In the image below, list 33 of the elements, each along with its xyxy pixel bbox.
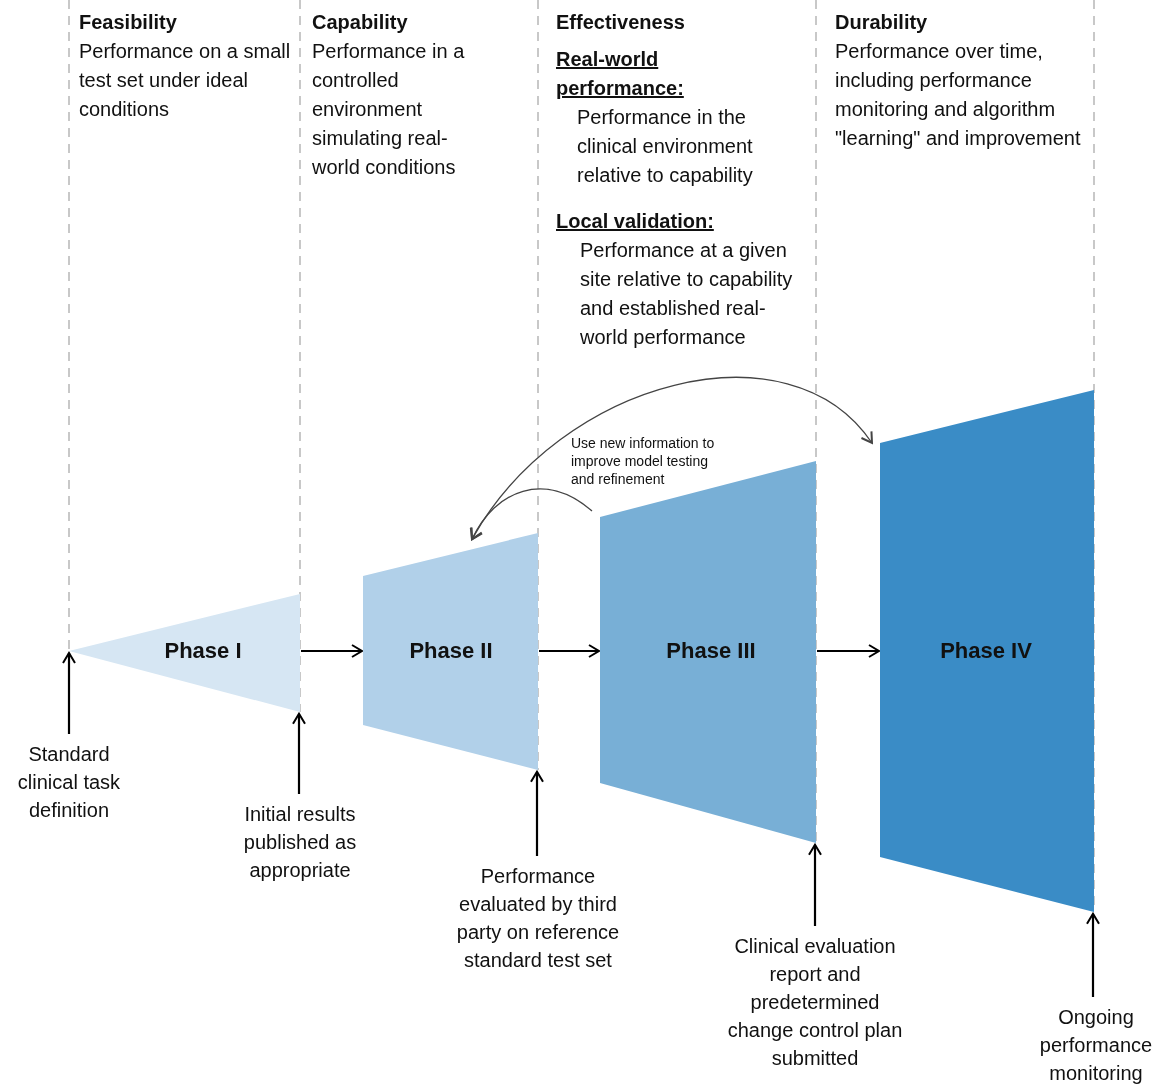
milestone-text: Performance evaluated by third party on reference standard test set xyxy=(450,862,626,974)
phase-label: Phase I xyxy=(164,638,242,664)
arrow xyxy=(292,712,306,794)
subheading: Real-world performance: xyxy=(556,47,685,101)
arrow xyxy=(1086,912,1100,997)
description-text: Performance in a controlled environment simulating real-world conditions xyxy=(312,39,466,180)
arrow xyxy=(62,652,76,734)
subheading: Local validation: xyxy=(556,209,715,234)
phase-shape xyxy=(363,533,538,770)
arrow xyxy=(471,377,873,541)
column-heading: Durability xyxy=(835,10,929,35)
phase-shape xyxy=(69,594,300,712)
milestone-text: Standard clinical task definition xyxy=(4,740,134,824)
phase-label: Phase III xyxy=(666,638,756,664)
arrow xyxy=(539,644,600,658)
arrow xyxy=(301,644,363,658)
phase-shape xyxy=(880,390,1094,912)
column-heading: Feasibility xyxy=(79,10,178,35)
edge-label: Use new information to improve model testing and refinement xyxy=(571,434,716,488)
phase-label: Phase II xyxy=(409,638,493,664)
column-heading: Effectiveness xyxy=(556,10,686,35)
description-text: Performance on a small test set under ideal conditions xyxy=(79,39,292,122)
arrow xyxy=(808,843,822,926)
arrow xyxy=(530,770,544,856)
phase-label: Phase IV xyxy=(940,638,1032,664)
arrow xyxy=(817,644,880,658)
milestone-text: Clinical evaluation report and predetermined change control plan submitted xyxy=(717,932,913,1072)
description-text: Performance over time, including performance monitoring and algorithm "learning" and improvement xyxy=(835,39,1082,151)
milestone-text: Initial results published as appropriate xyxy=(227,800,373,884)
column-heading: Capability xyxy=(312,10,409,35)
description-text: Performance at a given site relative to capability and established real-world performance xyxy=(580,238,794,350)
milestone-text: Ongoing performance monitoring xyxy=(1028,1003,1164,1087)
description-text: Performance in the clinical environment relative to capability xyxy=(577,105,754,188)
